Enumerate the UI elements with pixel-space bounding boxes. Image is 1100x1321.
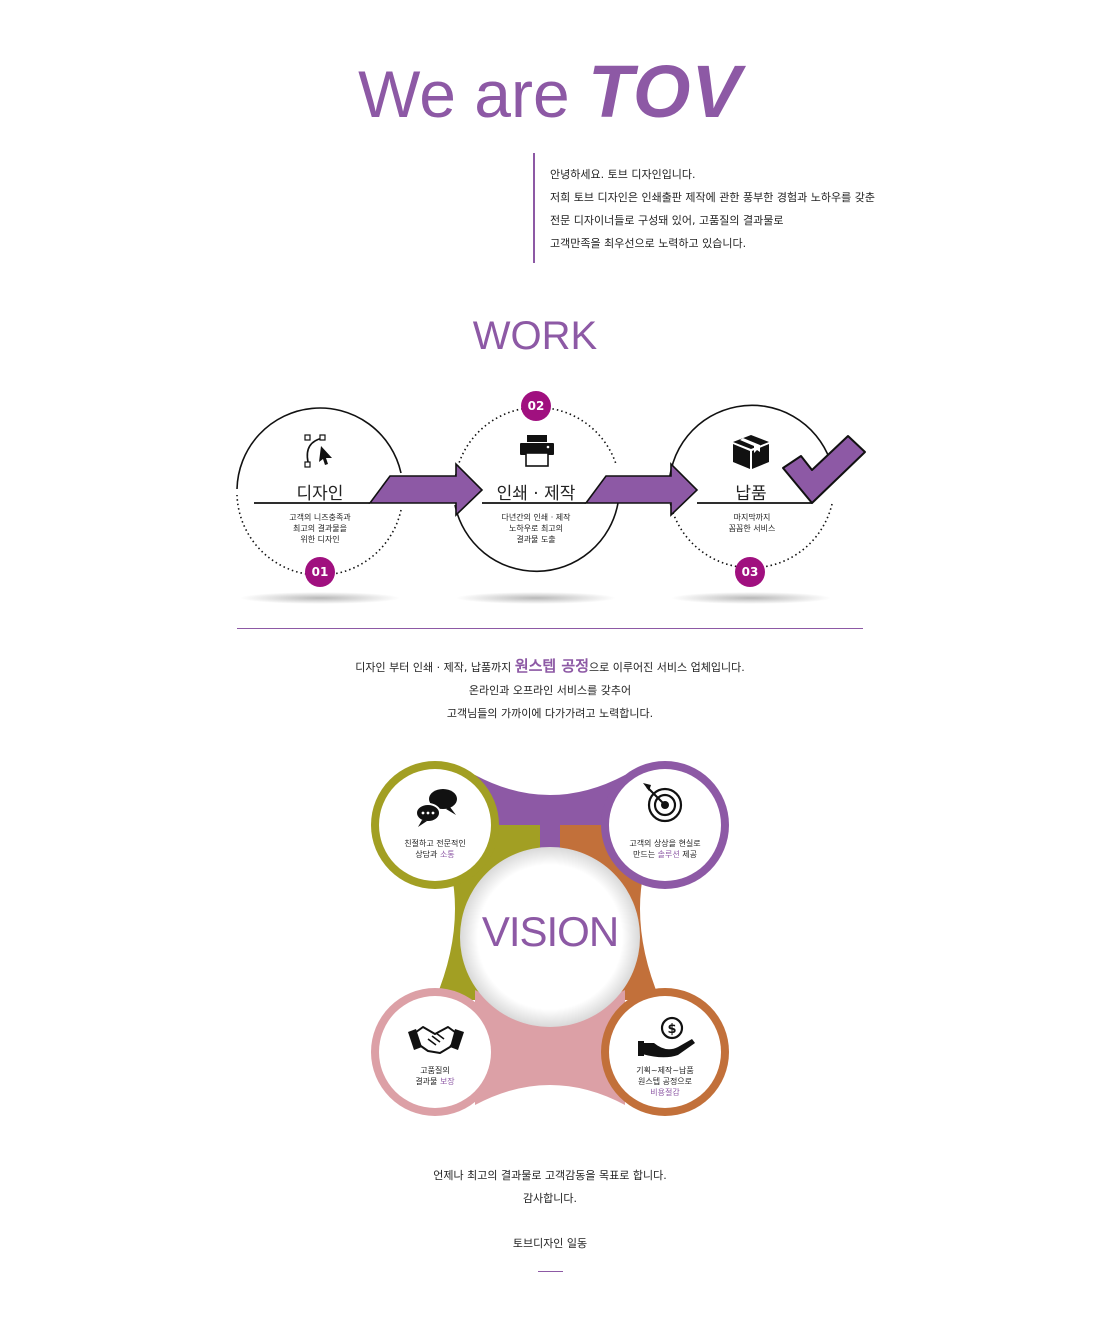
target-icon: [643, 783, 683, 823]
step-badge-label: 02: [527, 399, 545, 413]
vision-item-line: 상담과 소통: [380, 849, 490, 860]
vision-item-cost: 기획~제작~납품 원스텝 공정으로 비용절감: [610, 1065, 720, 1098]
vision-item-line: 고품질의: [420, 1066, 450, 1075]
coin-hand-icon: $: [638, 1016, 695, 1058]
step-ring-solid: [454, 502, 619, 573]
step-desc-delivery: 마지막까지 꼼꼼한 서비스: [682, 512, 822, 534]
vision-item-line: 친절하고 전문적인: [404, 839, 466, 848]
step-badge-02: [521, 391, 551, 421]
step-title-delivery: 납품: [735, 484, 767, 504]
step-badge-03: [735, 557, 765, 587]
vision-diagram: $: [371, 761, 729, 1116]
step-desc-line: 다년간의 인쇄 · 제작: [501, 513, 571, 522]
step-badge-label: 01: [311, 565, 329, 579]
signature: 토브디자인 일동: [512, 1237, 588, 1250]
box-icon: [733, 435, 769, 469]
step-desc-line: 마지막까지: [733, 513, 771, 522]
vision-text: 상담과: [415, 850, 440, 859]
step-title-design: 디자인: [296, 484, 344, 504]
intro-line: 전문 디자이너들로 구성돼 있어, 고품질의 결과물로: [550, 214, 784, 227]
step-ring-dotted: [454, 406, 617, 481]
step-desc-line: 꼼꼼한 서비스: [728, 524, 776, 533]
step-shadow: [671, 592, 831, 604]
hero-title-prefix: We are: [358, 57, 589, 131]
vision-highlight: 비용절감: [650, 1088, 680, 1097]
work-summary-line: 고객님들의 가까이에 다가가려고 노력합니다.: [446, 707, 654, 720]
work-summary: 디자인 부터 인쇄 · 제작, 납품까지 원스텝 공정으로 이루어진 서비스 업…: [0, 655, 1100, 725]
hero-title: We are TOV: [0, 52, 1100, 134]
step-desc-design: 고객의 니즈충족과 최고의 결과물을 위한 디자인: [250, 512, 390, 545]
step-desc-line: 고객의 니즈충족과: [289, 513, 351, 522]
closing-line: 감사합니다.: [522, 1192, 578, 1205]
vision-center-shade: [460, 847, 640, 1027]
step-title-print: 인쇄 · 제작: [496, 484, 576, 504]
vision-highlight: 소통: [439, 850, 455, 859]
vision-item-consulting: 친절하고 전문적인 상담과 소통: [380, 838, 490, 860]
summary-text: 으로 이루어진 서비스 업체입니다.: [589, 661, 745, 674]
step-shadow: [240, 592, 400, 604]
check-mark-icon: [782, 435, 866, 504]
work-title: WORK: [472, 314, 598, 358]
step-desc-line: 노하우로 최고의: [508, 524, 564, 533]
vision-ring-inner: [379, 769, 491, 881]
vision-text: 결과물: [415, 1077, 440, 1086]
vision-highlight: 솔루션: [657, 850, 680, 859]
vision-ring-inner: [609, 769, 721, 881]
work-process-diagram: [236, 391, 866, 604]
vision-text: 제공: [679, 850, 697, 859]
summary-text: 디자인 부터 인쇄 · 제작, 납품까지: [355, 661, 515, 674]
summary-highlight: 원스텝 공정: [514, 657, 590, 675]
step-badge-label: 03: [741, 565, 759, 579]
vision-item-line: 고객의 상상을 현실로: [629, 839, 701, 848]
vision-title: VISION: [481, 908, 619, 955]
work-summary-line: 온라인과 오프라인 서비스를 갖추어: [468, 684, 632, 697]
vision-item-quality: 고품질의 결과물 보장: [380, 1065, 490, 1087]
section-divider: [237, 628, 863, 629]
arrow-1-to-2: [368, 462, 484, 517]
vision-item-line: 만드는 솔루션 제공: [610, 849, 720, 860]
closing-message: 언제나 최고의 결과물로 고객감동을 목표로 합니다. 감사합니다.: [0, 1164, 1100, 1210]
vision-item-line: 원스텝 공정으로: [637, 1077, 693, 1086]
step-desc-line: 최고의 결과물을: [292, 524, 348, 533]
vision-item-solution: 고객의 상상을 현실로 만드는 솔루션 제공: [610, 838, 720, 860]
work-summary-line: 디자인 부터 인쇄 · 제작, 납품까지 원스텝 공정으로 이루어진 서비스 업…: [0, 655, 1100, 679]
hero-title-brand: TOV: [588, 50, 742, 133]
intro-divider: [533, 153, 535, 263]
step-desc-print: 다년간의 인쇄 · 제작 노하우로 최고의 결과물 도출: [466, 512, 606, 545]
printer-icon: [520, 435, 554, 467]
vision-item-line: 결과물 보장: [380, 1076, 490, 1087]
step-desc-line: 위한 디자인: [300, 535, 340, 544]
step-ring-solid: [668, 404, 831, 491]
handshake-icon: [408, 1026, 464, 1054]
intro-text: 안녕하세요. 토브 디자인입니다. 저희 토브 디자인은 인쇄출판 제작에 관한…: [550, 163, 875, 255]
step-desc-line: 결과물 도출: [516, 535, 556, 544]
closing-line: 언제나 최고의 결과물로 고객감동을 목표로 합니다.: [433, 1169, 667, 1182]
bezier-pen-icon: [304, 434, 332, 468]
end-divider: [538, 1271, 563, 1272]
vision-text: 만드는: [633, 850, 658, 859]
step-badge-01: [305, 557, 335, 587]
step-ring-solid: [236, 407, 402, 490]
vision-item-line: 기획~제작~납품: [636, 1066, 694, 1075]
intro-line: 안녕하세요. 토브 디자인입니다.: [550, 168, 696, 181]
svg-text:$: $: [667, 1022, 676, 1037]
intro-line: 저희 토브 디자인은 인쇄출판 제작에 관한 풍부한 경험과 노하우를 갖춘: [550, 191, 875, 204]
speech-bubbles-icon: [415, 789, 457, 827]
intro-line: 고객만족을 최우선으로 노력하고 있습니다.: [550, 237, 747, 250]
arrow-2-to-3: [584, 462, 699, 517]
vision-highlight: 보장: [439, 1077, 455, 1086]
step-shadow: [456, 592, 616, 604]
